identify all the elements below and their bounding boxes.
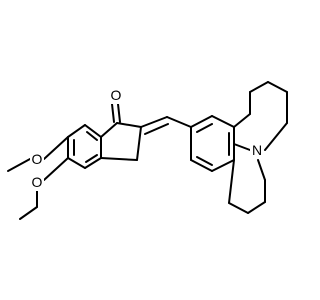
bond-upper-ring-1	[233, 113, 251, 128]
bond-indanone-ring-4	[67, 157, 86, 169]
bond-carbonyl-2	[117, 103, 121, 123]
bond-ketone-ring-3	[136, 126, 142, 161]
bond-aryl-ring-inner-1	[196, 123, 213, 133]
bond-methoxy-lower-methyl-2	[19, 206, 38, 220]
bond-ketone-ring-4	[100, 157, 138, 161]
bond-aryl-nitrogen	[233, 143, 251, 151]
bond-methoxy-lower-aryl	[43, 157, 69, 181]
bond-methoxy-upper-aryl	[43, 136, 69, 160]
methoxy-oxygen-lower-text: O	[32, 174, 43, 190]
carbonyl-oxygen-text: O	[111, 87, 122, 103]
bond-upper-ring-6	[264, 122, 288, 151]
bond-lower-ring-3	[247, 201, 266, 214]
bond-upper-ring-4	[267, 81, 288, 93]
methoxy-oxygen-upper-label: O	[30, 150, 44, 168]
bond-ketone-ring-2	[116, 122, 142, 128]
bond-ketone-ring-1	[100, 122, 118, 138]
bond-upper-ring-3	[249, 81, 269, 93]
bond-aryl-ring-inner-3	[196, 156, 213, 166]
methoxy-oxygen-lower-label: O	[30, 173, 44, 191]
atom-label-layer: O O O N	[30, 86, 264, 191]
bond-lower-ring-5	[228, 159, 235, 204]
bond-methine-aryl	[166, 116, 192, 128]
bond-indanone-ring-3	[84, 157, 102, 169]
bond-methine-1	[140, 116, 168, 128]
bond-indanone-ring-6	[67, 124, 86, 138]
carbonyl-oxygen-label: O	[109, 86, 123, 104]
bond-layer	[7, 81, 288, 220]
bond-methine-2	[144, 123, 169, 135]
nitrogen-label: N	[250, 141, 264, 159]
molecule-drawing: O O O N	[7, 81, 288, 220]
bond-lower-ring-4	[228, 202, 249, 214]
bond-aryl-ring-1	[190, 115, 213, 128]
nitrogen-text: N	[252, 142, 262, 158]
methoxy-oxygen-upper-text: O	[32, 151, 43, 167]
bond-aryl-ring-5	[190, 159, 213, 172]
structure-canvas: O O O N	[7, 81, 288, 220]
bond-indanone-ring-inner-2	[85, 154, 98, 163]
bond-lower-ring-1	[257, 159, 266, 181]
bond-methoxy-upper-methyl	[7, 158, 31, 172]
bond-indanone-ring-1	[84, 124, 102, 138]
bond-aryl-ring-2	[211, 115, 235, 128]
bond-indanone-ring-inner-1	[86, 131, 98, 141]
bond-aryl-ring-4	[211, 159, 235, 172]
bond-carbonyl-1	[111, 103, 115, 123]
